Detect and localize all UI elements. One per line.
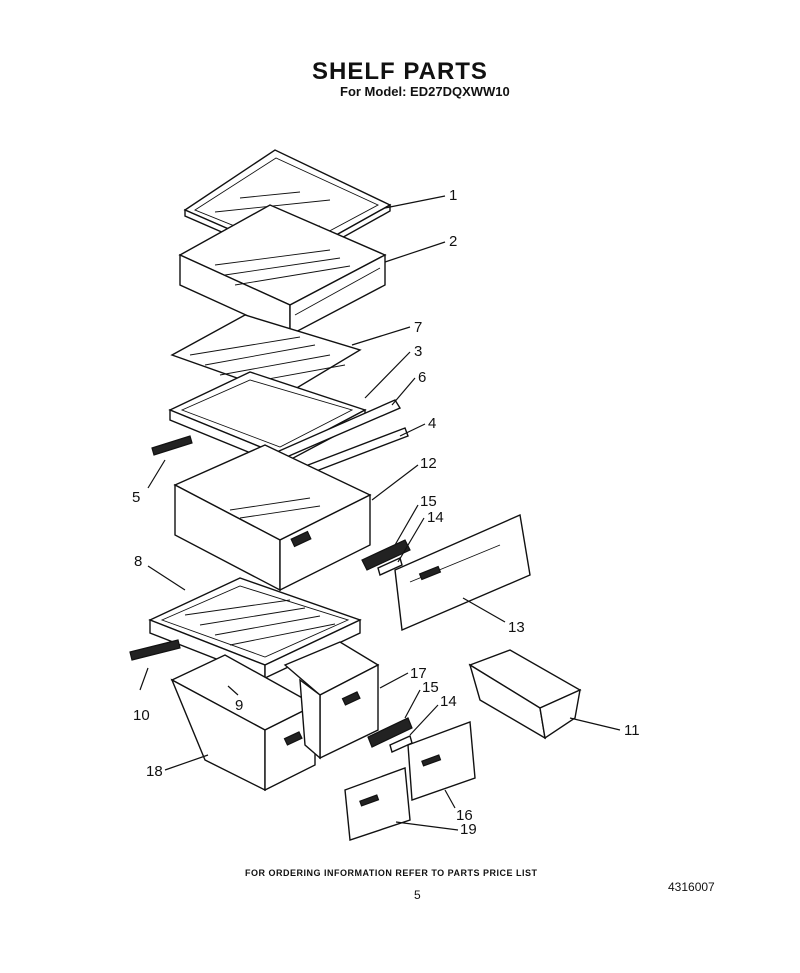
callout-5: 5: [132, 489, 140, 506]
part-11-door-bin: [468, 649, 582, 740]
page-number: 5: [414, 888, 421, 902]
ordering-note: FOR ORDERING INFORMATION REFER TO PARTS …: [245, 868, 538, 878]
callout-13: 13: [508, 619, 525, 636]
callout-11: 11: [624, 722, 640, 739]
callout-15-lower: 15: [422, 679, 439, 696]
part-19-front-panel: [344, 767, 411, 841]
part-17-lower-drawer: [283, 641, 380, 760]
part-13-drawer-front: [394, 513, 531, 632]
callout-8: 8: [134, 553, 142, 570]
document-number: 4316007: [668, 880, 715, 894]
callout-12: 12: [420, 455, 437, 472]
callout-15-upper: 15: [420, 493, 437, 510]
callout-1: 1: [449, 187, 457, 204]
callout-4: 4: [428, 415, 436, 432]
callout-14-upper: 14: [427, 509, 444, 526]
callout-19: 19: [460, 821, 477, 838]
part-10-slide: [129, 639, 181, 661]
model-subtitle: For Model: ED27DQXWW10: [340, 84, 510, 99]
part-16-front-panel: [407, 721, 476, 801]
callout-17: 17: [410, 665, 427, 682]
part-14-upper-clip: [377, 557, 403, 576]
part-18-lower-drawer: [170, 654, 317, 792]
page-title: SHELF PARTS: [312, 58, 488, 85]
callout-14-lower: 14: [440, 693, 457, 710]
part-5-slide: [151, 435, 193, 456]
callout-2: 2: [449, 233, 457, 250]
callout-10: 10: [133, 707, 150, 724]
part-15-lower-clip: [367, 717, 413, 748]
leader-lines: [139, 195, 621, 831]
callout-3: 3: [414, 343, 422, 360]
callout-7: 7: [414, 319, 422, 336]
callout-6: 6: [418, 369, 426, 386]
part-12-crisper-drawer: [173, 444, 372, 592]
callout-16: 16: [456, 807, 473, 824]
callout-9: 9: [235, 697, 243, 714]
part-2-crisper-cover-frame: [178, 204, 387, 337]
callout-18: 18: [146, 763, 163, 780]
part-15-upper-clip: [361, 539, 411, 571]
